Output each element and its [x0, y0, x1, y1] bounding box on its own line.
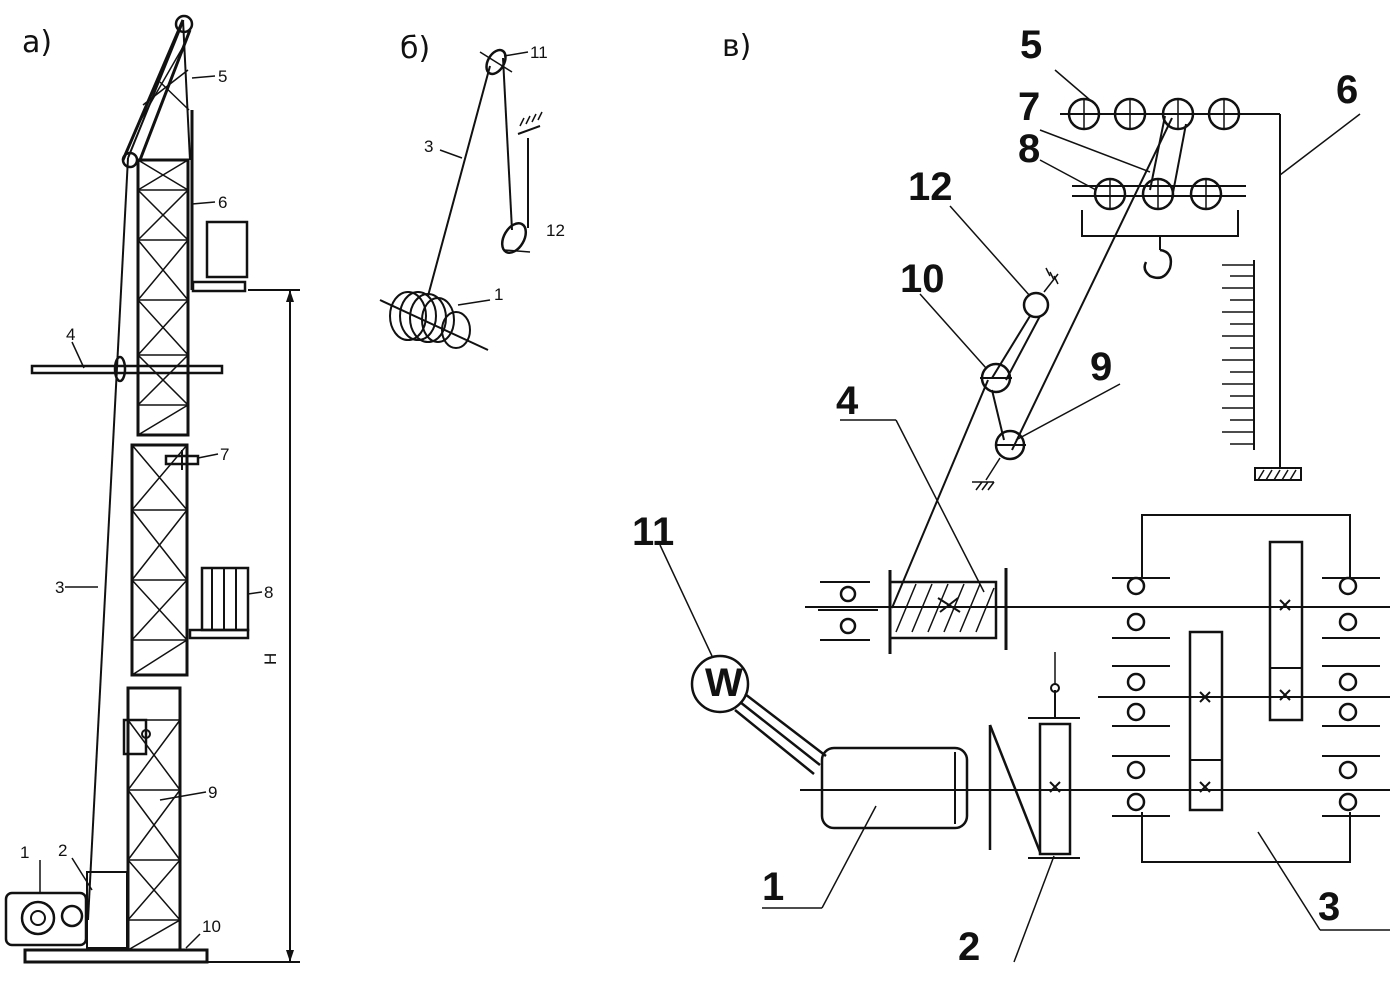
top-pulley [174, 14, 194, 34]
callout-c-4: 4 [836, 379, 859, 423]
dimension-h-label: H [261, 653, 280, 665]
control-box [86, 871, 128, 949]
mast-lower [122, 686, 182, 952]
callout-a-5: 5 [218, 67, 227, 86]
travelling-block [1072, 177, 1246, 279]
callout-a-4: 4 [66, 325, 75, 344]
wattmeter-symbol: W [705, 661, 743, 705]
wattmeter [690, 654, 750, 714]
callout-a-2: 2 [58, 841, 67, 860]
callout-c-9: 9 [1090, 345, 1112, 389]
coupling-diag [988, 724, 1042, 853]
callout-a-6: 6 [218, 193, 227, 212]
panel-c: в) [632, 23, 1390, 969]
outrigger-beam [30, 364, 224, 375]
callout-c-10: 10 [900, 257, 945, 301]
callout-c-1: 1 [762, 865, 784, 909]
scale-ruler [1222, 260, 1255, 450]
mast-upper [136, 158, 190, 437]
callout-c-11: 11 [632, 510, 674, 554]
gearbox [1098, 514, 1390, 863]
callout-a-8: 8 [264, 583, 273, 602]
top-boom [121, 14, 194, 169]
mast-middle [130, 443, 189, 677]
lower-pulley-b [500, 222, 528, 254]
callout-c-5: 5 [1020, 23, 1042, 67]
cage [188, 566, 250, 640]
cabin-upper [205, 220, 249, 279]
hoist-rope [1011, 117, 1173, 451]
callout-b-3: 3 [424, 137, 433, 156]
panel-a: а) [4, 14, 300, 964]
base-platform [23, 948, 209, 964]
winch [4, 891, 88, 947]
pulley-12 [1022, 291, 1050, 319]
motor [820, 746, 969, 830]
panel-c-label: в) [722, 29, 751, 64]
callout-c-8: 8 [1018, 127, 1040, 171]
rope [87, 157, 129, 921]
callout-c-12: 12 [908, 165, 953, 209]
callout-c-7: 7 [1018, 85, 1040, 129]
callout-a-1: 1 [20, 843, 29, 862]
height-dimension: H [207, 289, 300, 963]
callout-a-3: 3 [55, 578, 64, 597]
callout-c-3: 3 [1318, 885, 1340, 929]
cabin-platform [191, 280, 247, 293]
callout-c-6: 6 [1336, 68, 1358, 112]
callout-a-10: 10 [202, 917, 221, 936]
callout-a-7: 7 [220, 445, 229, 464]
outrigger-clamp [113, 355, 127, 383]
callout-c-2: 2 [958, 925, 980, 969]
panel-a-label: а) [22, 25, 52, 60]
callout-b-1: 1 [494, 285, 503, 304]
brake [1028, 652, 1080, 859]
rope-b-right [502, 57, 513, 231]
callout-b-12: 12 [546, 221, 565, 240]
drum-c [888, 568, 1008, 654]
drum [379, 291, 489, 351]
panel-b: б) 11 3 12 1 [379, 31, 565, 351]
callout-b-11: 11 [530, 43, 548, 62]
rope-b [427, 65, 491, 297]
callout-a-9: 9 [208, 783, 217, 802]
panel-b-label: б) [400, 31, 430, 66]
